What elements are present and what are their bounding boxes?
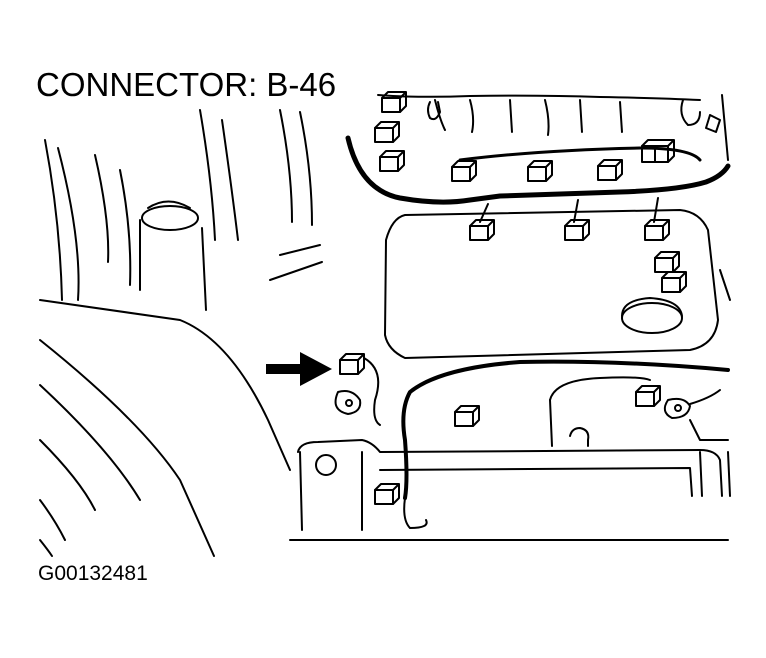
connector-top-1 — [381, 91, 407, 113]
left-engine-outline — [39, 109, 323, 557]
connector-injector-2 — [564, 219, 590, 241]
intake-plenum — [384, 209, 731, 359]
connector-top-2 — [374, 121, 400, 143]
connector-lower-2 — [374, 483, 400, 505]
connector-lower-1 — [454, 405, 480, 427]
connector-title: CONNECTOR: B-46 — [36, 66, 337, 103]
connector-harness-1 — [451, 160, 477, 182]
lower-engine-block — [289, 376, 731, 541]
connector-top-3 — [379, 150, 405, 172]
connector-harness-4 — [641, 139, 675, 163]
connector-side-1 — [654, 251, 680, 273]
connector-right-lower — [635, 385, 661, 407]
callout-arrow — [266, 352, 332, 386]
ground-terminal — [663, 389, 721, 419]
connector-injector-1 — [469, 219, 495, 241]
figure-id: G00132481 — [38, 562, 148, 585]
wiring-harness — [345, 135, 731, 529]
connector-harness-2 — [527, 160, 553, 182]
connector-injector-3 — [644, 219, 670, 241]
upper-engine-outline — [377, 94, 729, 161]
connector-harness-3 — [597, 159, 623, 181]
harness-connectors — [374, 91, 687, 505]
connector-side-2 — [661, 271, 687, 293]
connector-b46 — [334, 353, 381, 426]
